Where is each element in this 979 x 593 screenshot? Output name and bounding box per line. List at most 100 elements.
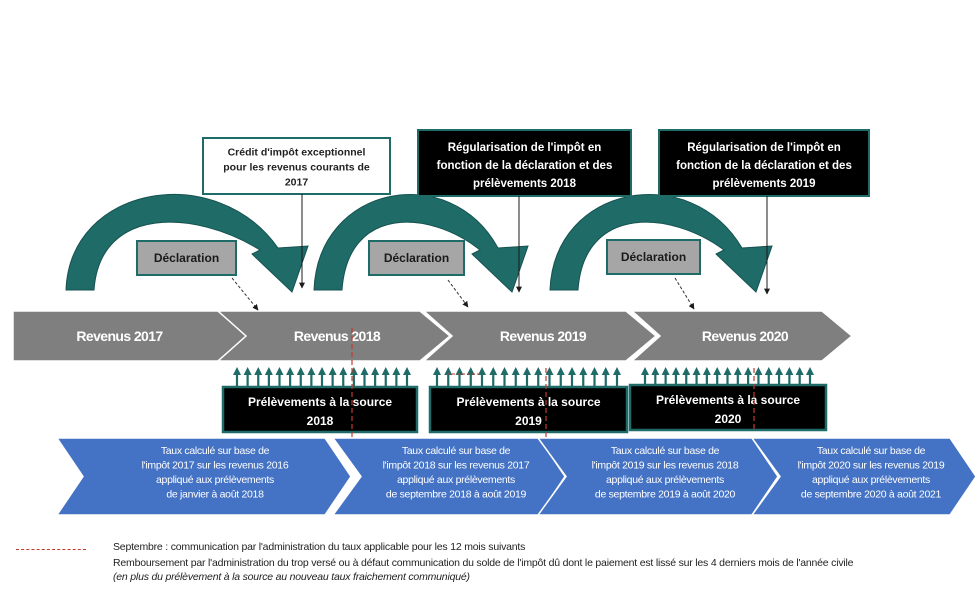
taux-text: l'impôt 2019 sur les revenus 2018 xyxy=(592,460,739,472)
up-arrow-head xyxy=(733,367,742,375)
top-box-text: Crédit d'impôt exceptionnel xyxy=(228,147,366,159)
up-arrow-head xyxy=(360,367,369,375)
top-box-text: Régularisation de l'impôt en xyxy=(687,142,841,154)
declaration-arrow-icon xyxy=(231,277,259,311)
up-arrow-head xyxy=(233,367,241,375)
up-arrow-head xyxy=(590,367,599,375)
up-arrow-head xyxy=(500,367,509,375)
revenue-chevron: Revenus 2017 xyxy=(12,310,250,362)
credit-impot-box: Crédit d'impôt exceptionnel pour les reve… xyxy=(202,137,391,195)
declaration-box: Déclaration xyxy=(368,240,465,276)
top-box-text: prélèvements 2019 xyxy=(713,178,816,190)
up-arrow-head xyxy=(455,367,464,375)
up-arrow-head xyxy=(702,367,711,375)
prelevements-text: Prélèvements à la source xyxy=(248,395,392,409)
regularisation-box: Régularisation de l'impôt en fonction de … xyxy=(658,129,870,197)
up-arrow-head xyxy=(523,367,531,375)
up-arrow-head xyxy=(433,367,441,375)
taux-text: l'impôt 2017 sur les revenus 2016 xyxy=(142,460,289,472)
legend-dash-line xyxy=(16,549,86,550)
prelevements-box: Prélèvements à la source 2019 xyxy=(428,367,629,434)
up-arrow-head xyxy=(349,367,358,375)
curved-arrow-icon xyxy=(65,193,309,293)
up-arrow-head xyxy=(775,367,784,375)
up-arrow-head xyxy=(671,367,680,375)
taux-text: appliqué aux prélèvements xyxy=(397,474,515,486)
up-arrow-head xyxy=(682,367,691,375)
up-arrow-head xyxy=(275,367,284,375)
taux-text: appliqué aux prélèvements xyxy=(812,474,930,486)
legend-september-text: Septembre : communication par l'administ… xyxy=(113,541,526,553)
revenue-chevron: Revenus 2020 xyxy=(630,310,854,362)
legend-refund-text: Remboursement par l'administration du tr… xyxy=(113,557,854,569)
up-arrow-head xyxy=(641,367,649,375)
up-arrow-head xyxy=(692,367,701,375)
top-box-text: pour les revenus courants de xyxy=(223,162,370,174)
up-arrow-head xyxy=(511,367,520,375)
taux-text: Taux calculé sur base de xyxy=(161,445,270,457)
up-arrow-head xyxy=(785,367,794,375)
up-arrow-head xyxy=(744,367,753,375)
declaration-label: Déclaration xyxy=(154,251,219,265)
taux-text: de septembre 2018 à août 2019 xyxy=(386,489,527,501)
curved-arrow-icon xyxy=(549,193,773,293)
up-arrow-head xyxy=(754,367,763,375)
up-arrow-head xyxy=(328,367,337,375)
up-arrow-head xyxy=(806,367,814,375)
up-arrow-head xyxy=(556,367,565,375)
taux-chevron: Taux calculé sur base de l'impôt 2018 sur… xyxy=(331,437,566,516)
up-arrow-head xyxy=(296,367,305,375)
top-box-text: 2017 xyxy=(285,177,309,189)
taux-text: l'impôt 2020 sur les revenus 2019 xyxy=(798,460,945,472)
up-arrow-head xyxy=(478,367,486,375)
top-box-text: fonction de la déclaration et des xyxy=(437,160,613,172)
up-arrow-head xyxy=(545,367,554,375)
declaration-label: Déclaration xyxy=(384,251,449,265)
up-arrow-head xyxy=(243,367,252,375)
taux-text: de janvier à août 2018 xyxy=(166,489,264,501)
up-arrow-head xyxy=(286,367,295,375)
up-arrow-head xyxy=(444,367,453,375)
revenue-label: Revenus 2019 xyxy=(500,328,587,344)
revenue-label: Revenus 2018 xyxy=(294,328,381,344)
monthly-arrows xyxy=(233,367,411,386)
curved-arrow-icon xyxy=(313,193,529,293)
prelevements-text: Prélèvements à la source xyxy=(456,395,600,409)
taux-text: l'impôt 2018 sur les revenus 2017 xyxy=(383,460,530,472)
prelevements-box: Prélèvements à la source 2018 xyxy=(221,367,419,434)
monthly-arrows xyxy=(641,367,814,384)
up-arrow-head xyxy=(392,367,401,375)
up-arrow-head xyxy=(381,367,390,375)
prelevements-text: 2019 xyxy=(515,414,542,428)
revenue-label: Revenus 2020 xyxy=(702,328,789,344)
taux-chevron: Taux calculé sur base del'impôt 2019 sur… xyxy=(536,437,779,516)
declaration-arrow-icon xyxy=(447,279,469,308)
up-arrow-head xyxy=(764,367,773,375)
taux-text: appliqué aux prélèvements xyxy=(156,474,274,486)
top-box-text: fonction de la déclaration et des xyxy=(676,160,852,172)
up-arrow-head xyxy=(795,367,804,375)
up-arrow-head xyxy=(264,367,273,375)
up-arrow-head xyxy=(579,367,588,375)
prelevements-text: 2018 xyxy=(307,414,334,428)
taux-text: Taux calculé sur base de xyxy=(817,445,926,457)
top-box-text: prélèvements 2018 xyxy=(473,178,577,190)
top-box-text: Régularisation de l'impôt en xyxy=(448,142,602,154)
up-arrow-head xyxy=(489,367,498,375)
up-arrow-head xyxy=(318,367,326,375)
up-arrow-head xyxy=(403,367,411,375)
regularisation-box: Régularisation de l'impôt en fonction de … xyxy=(417,129,632,197)
up-arrow-head xyxy=(723,367,732,375)
declaration-label: Déclaration xyxy=(621,250,686,264)
up-arrow-head xyxy=(307,367,316,375)
up-arrow-head xyxy=(713,367,722,375)
taux-text: de septembre 2019 à août 2020 xyxy=(595,489,736,501)
up-arrow-head xyxy=(371,367,380,375)
revenue-label: Revenus 2017 xyxy=(76,328,163,344)
taux-text: Taux calculé sur base de xyxy=(402,445,511,457)
up-arrow-head xyxy=(339,367,348,375)
up-arrow-head xyxy=(466,367,475,375)
declaration-arrow-icon xyxy=(674,277,695,310)
revenue-chevron: Revenus 2019 xyxy=(422,310,658,362)
